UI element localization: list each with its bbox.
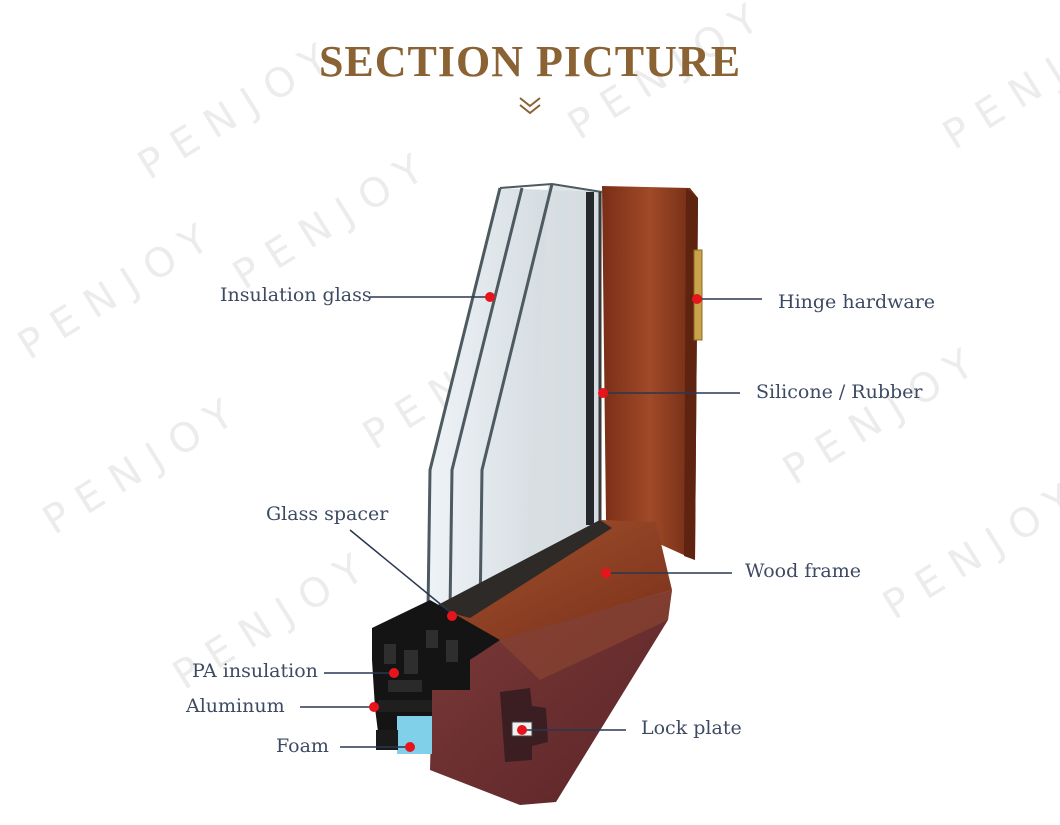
label-silicone-rubber: Silicone / Rubber <box>756 381 923 403</box>
insulation-glass <box>426 182 603 622</box>
leader-lines <box>300 296 762 748</box>
label-wood-frame: Wood frame <box>745 560 862 582</box>
label-pa-insulation: PA insulation <box>192 660 318 682</box>
label-lock-plate: Lock plate <box>641 717 742 739</box>
marker-dots <box>369 292 702 752</box>
page-title: SECTION PICTURE <box>318 37 742 86</box>
label-foam: Foam <box>276 735 329 757</box>
label-aluminum: Aluminum <box>186 695 285 717</box>
chevron-down-icon <box>519 97 541 115</box>
label-glass-spacer: Glass spacer <box>266 503 389 525</box>
wood-frame-bottom <box>430 520 672 640</box>
aluminum-profile <box>372 600 500 748</box>
glazing-bead <box>432 520 612 618</box>
label-insulation-glass: Insulation glass <box>220 284 372 306</box>
label-hinge-hardware: Hinge hardware <box>778 291 936 313</box>
wood-frame-vertical <box>602 186 698 560</box>
